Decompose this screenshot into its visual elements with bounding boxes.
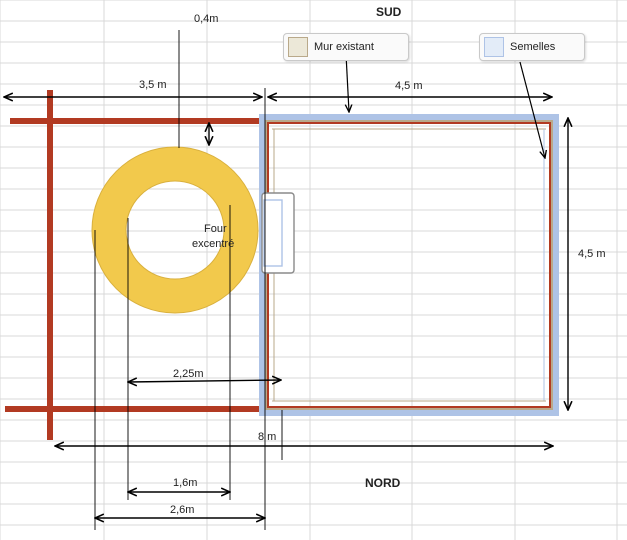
dimension-label-8m: 8 m [258, 431, 276, 443]
legend-existing-wall: Mur existant [283, 33, 409, 61]
oven-label-line2: excentré [192, 238, 234, 250]
footings-swatch [484, 37, 504, 57]
dimension-label-1-6m: 1,6m [173, 477, 197, 489]
legend-pointer-existing-wall [346, 53, 349, 112]
oven-label-line1: Four [204, 223, 227, 235]
door-opening-inner [263, 199, 283, 267]
dimension-label-2-6m: 2,6m [170, 504, 194, 516]
dimension-label-3-5m: 3,5 m [139, 79, 167, 91]
footing-outline [259, 114, 559, 416]
dimension-label-4-5m-right: 4,5 m [578, 248, 606, 260]
dimension-label-2-25m: 2,25m [173, 368, 204, 380]
legend-footings: Semelles [479, 33, 585, 61]
oven-ring [92, 147, 258, 313]
dimension-label-0-4m: 0,4m [194, 13, 218, 25]
legend-existing-wall-label: Mur existant [314, 41, 374, 53]
legend-pointer-footings [519, 61, 545, 158]
legend-footings-label: Semelles [510, 41, 556, 53]
dimension-arrow-2-25m [128, 380, 281, 382]
existing-wall-outline [265, 120, 553, 410]
existing-wall-swatch [288, 37, 308, 57]
north-label: NORD [365, 476, 401, 490]
oven-ring-outer-edge [91, 146, 259, 314]
dimension-label-4-5m-top: 4,5 m [395, 80, 423, 92]
oven-ring-inner-edge [125, 180, 225, 280]
south-label: SUD [376, 5, 402, 19]
